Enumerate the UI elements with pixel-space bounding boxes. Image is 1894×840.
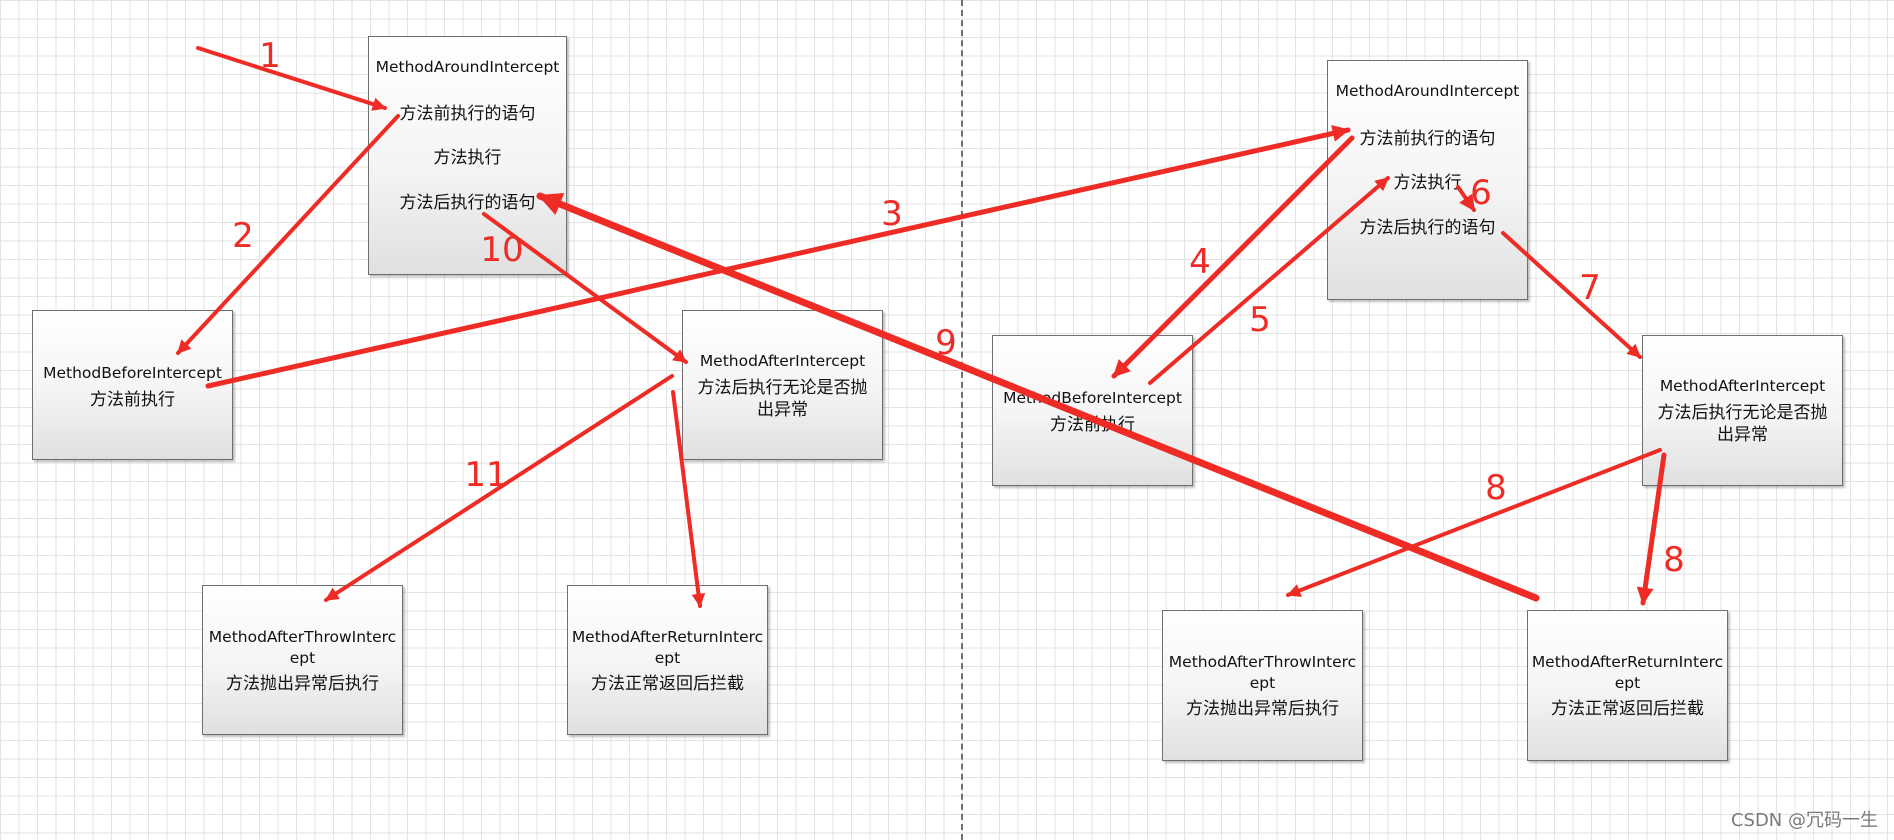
step-label-1: 1 bbox=[259, 36, 281, 76]
right-return-title-line1: MethodAfterReturnInterc bbox=[1531, 653, 1724, 671]
arrow-step-10 bbox=[482, 212, 688, 364]
left-after-intercept-box: MethodAfterIntercept 方法后执行无论是否抛 出异常 bbox=[682, 310, 883, 460]
step-label-8a: 8 bbox=[1485, 468, 1507, 508]
arrow-step-4 bbox=[1111, 135, 1355, 379]
arrow-step-2 bbox=[176, 114, 400, 355]
left-throw-title-line2: ept bbox=[289, 649, 316, 667]
left-after-return-intercept-box: MethodAfterReturnInterc ept 方法正常返回后拦截 bbox=[567, 585, 768, 735]
right-around-title: MethodAroundIntercept bbox=[1335, 82, 1520, 100]
arrow-step-9 bbox=[536, 192, 1540, 602]
arrow-return-left bbox=[671, 390, 706, 608]
step-label-8b: 8 bbox=[1663, 540, 1685, 580]
arrow-step-1 bbox=[196, 46, 387, 111]
left-return-title-line1: MethodAfterReturnInterc bbox=[571, 628, 764, 646]
arrow-step-6 bbox=[1456, 185, 1476, 212]
left-return-title-line2: ept bbox=[654, 649, 681, 667]
step-label-5: 5 bbox=[1249, 300, 1271, 340]
center-divider bbox=[961, 0, 963, 840]
right-around-intercept-box: MethodAroundIntercept 方法前执行的语句 方法执行 方法后执… bbox=[1327, 60, 1528, 300]
left-after-desc-line1: 方法后执行无论是否抛 bbox=[697, 378, 868, 398]
step-label-7: 7 bbox=[1579, 268, 1601, 308]
right-return-title-line2: ept bbox=[1614, 674, 1641, 692]
step-label-9: 9 bbox=[935, 323, 957, 363]
right-return-desc: 方法正常返回后拦截 bbox=[1551, 699, 1704, 719]
left-after-throw-intercept-box: MethodAfterThrowInterc ept 方法抛出异常后执行 bbox=[202, 585, 403, 735]
right-before-intercept-box: MethodBeforeIntercept 方法前执行 bbox=[992, 335, 1193, 486]
step-label-4: 4 bbox=[1189, 242, 1211, 282]
left-throw-title-line1: MethodAfterThrowInterc bbox=[208, 628, 397, 646]
arrow-step-11 bbox=[324, 374, 674, 602]
left-after-title: MethodAfterIntercept bbox=[699, 352, 866, 370]
right-throw-title-line1: MethodAfterThrowInterc bbox=[1168, 653, 1357, 671]
left-around-exec: 方法执行 bbox=[433, 148, 502, 168]
step-label-2: 2 bbox=[232, 216, 254, 256]
right-after-throw-intercept-box: MethodAfterThrowInterc ept 方法抛出异常后执行 bbox=[1162, 610, 1363, 761]
left-after-desc-line2: 出异常 bbox=[757, 400, 808, 420]
step-label-11: 11 bbox=[464, 455, 508, 495]
right-throw-desc: 方法抛出异常后执行 bbox=[1186, 699, 1339, 719]
left-around-after-stmt: 方法后执行的语句 bbox=[399, 193, 536, 213]
left-throw-desc: 方法抛出异常后执行 bbox=[226, 674, 379, 694]
right-after-return-intercept-box: MethodAfterReturnInterc ept 方法正常返回后拦截 bbox=[1527, 610, 1728, 761]
left-around-title: MethodAroundIntercept bbox=[375, 58, 560, 76]
step-label-10: 10 bbox=[480, 230, 524, 270]
left-before-desc: 方法前执行 bbox=[90, 390, 175, 410]
right-after-desc-line2: 出异常 bbox=[1717, 425, 1768, 445]
right-around-after-stmt: 方法后执行的语句 bbox=[1359, 218, 1496, 238]
right-throw-title-line2: ept bbox=[1249, 674, 1276, 692]
left-before-title: MethodBeforeIntercept bbox=[43, 364, 222, 382]
left-around-before-stmt: 方法前执行的语句 bbox=[399, 104, 536, 124]
step-label-6: 6 bbox=[1470, 173, 1492, 213]
arrow-step-8b bbox=[1636, 452, 1667, 606]
arrow-step-7 bbox=[1501, 231, 1642, 359]
arrow-step-5 bbox=[1148, 176, 1390, 385]
right-around-before-stmt: 方法前执行的语句 bbox=[1359, 129, 1496, 149]
left-return-desc: 方法正常返回后拦截 bbox=[591, 674, 744, 694]
step-label-3: 3 bbox=[881, 194, 903, 234]
right-after-intercept-box: MethodAfterIntercept 方法后执行无论是否抛 出异常 bbox=[1642, 335, 1843, 486]
csdn-watermark: CSDN @冗码一生 bbox=[1730, 810, 1878, 831]
arrow-step-3 bbox=[205, 125, 1351, 389]
right-after-title: MethodAfterIntercept bbox=[1659, 377, 1826, 395]
left-around-intercept-box: MethodAroundIntercept 方法前执行的语句 方法执行 方法后执… bbox=[368, 36, 567, 275]
right-after-desc-line1: 方法后执行无论是否抛 bbox=[1657, 403, 1828, 423]
arrow-step-8a bbox=[1286, 448, 1662, 597]
left-before-intercept-box: MethodBeforeIntercept 方法前执行 bbox=[32, 310, 233, 460]
right-around-exec: 方法执行 bbox=[1393, 173, 1462, 193]
